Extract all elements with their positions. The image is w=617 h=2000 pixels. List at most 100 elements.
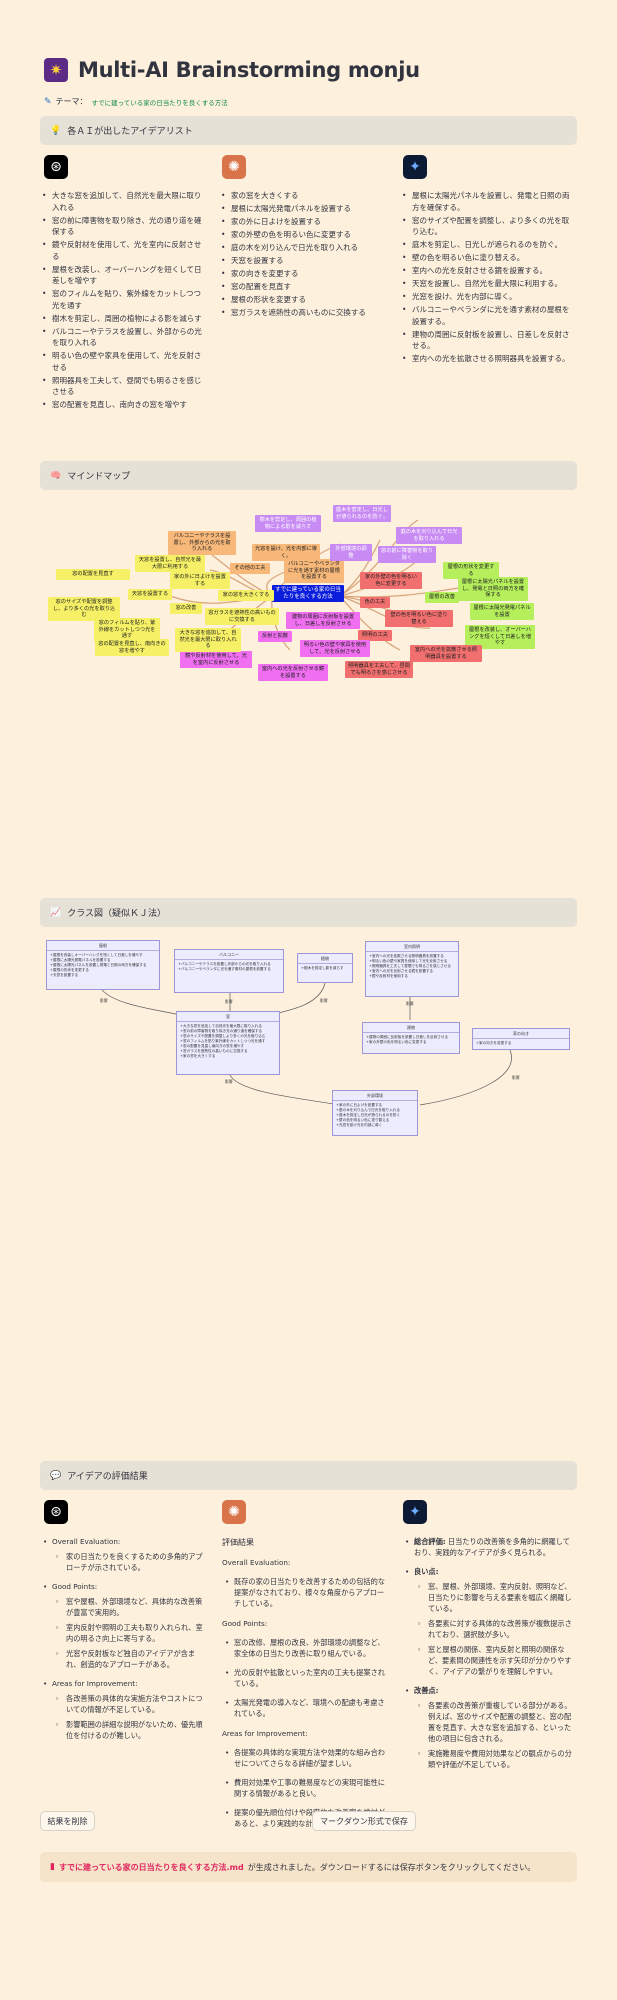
ideas-section-header[interactable]: 💡 各ＡＩが出したアイデアリスト: [40, 116, 577, 145]
cluster-section-header[interactable]: 📈 クラス図（疑似ＫＪ法）: [40, 898, 577, 927]
gpt-idea-list: 大きな窓を追加して、自然光を最大限に取り入れる窓の前に障害物を取り除き、光の通り…: [40, 190, 202, 412]
cluster-item: +窓の配置を見直し南向きの窓を増やす: [180, 1044, 245, 1048]
mm-node: 屋根に太陽光発電パネルを設置: [470, 603, 534, 620]
app-title: Multi-AI Brainstorming monju: [78, 58, 420, 82]
mm-node: 家の窓を大きくする: [218, 590, 274, 601]
mm-node: 照明器具を工夫して、昼間でも明るさを感じさせる: [345, 661, 413, 678]
mindmap-section-title: マインドマップ: [67, 472, 131, 482]
idea-item: バルコニーやベランダに光を通す素材の屋根を設置する。: [400, 304, 572, 327]
idea-item: 樹木を剪定し、周囲の植物による影を減らす: [40, 313, 202, 325]
chart-icon: 📈: [50, 907, 62, 918]
idea-item: 室内への光を反射させる鏡を設置する。: [400, 265, 572, 277]
idea-item: 壁の色を明るい色に塗り替える。: [400, 252, 572, 264]
mm-node: 樹木を剪定し、周囲の植物による影を減らす: [255, 515, 321, 532]
mm-node: バルコニーやテラスを設置し、外部からの光を取り入れる: [168, 531, 236, 555]
idea-item: 天窓を設置し、自然光を最大限に利用する。: [400, 278, 572, 290]
idea-item: 庭木を剪定し、日光しが遮られるのを防ぐ。: [400, 239, 572, 251]
theme-row: ✎ テーマ： すでに建っている家の日当たりを良くする方法: [44, 96, 228, 107]
cluster-item: +屋根を改装しオーバーハングを短くして日差しを増やす: [50, 953, 143, 957]
claude-idea-list: 家の窓を大きくする屋根に太陽光発電パネルを設置する家の外に日よけを設置する家の外…: [219, 190, 381, 320]
mm-node: 窓ガラスを遮熱性の高いものに交換する: [205, 608, 279, 625]
idea-item: 建物の周囲に反射板を設置し、日差しを反射させる。: [400, 329, 572, 352]
mm-node: 室内への光を拡散させる照明器具を設置する: [410, 645, 482, 662]
idea-item: 家の窓を大きくする: [219, 190, 381, 202]
cluster-item: +大きな窓を追加して自然光を最大限に取り入れる: [180, 1024, 262, 1028]
mindmap-section-header[interactable]: 🧠 マインドマップ: [40, 461, 577, 490]
idea-item: 家の向きを変更する: [219, 268, 381, 280]
idea-item: 窓のサイズや配置を調整し、より多くの光を取り込む。: [400, 215, 572, 238]
mm-node: 家の外壁の色を明るい色に変更する: [360, 572, 422, 589]
mm-node: 庭木を剪定し、日光しが遮られるのを防ぐ。: [333, 505, 391, 522]
cluster-item: +家の外に日よけを設置する: [336, 1103, 383, 1107]
mm-node: その他の工夫: [230, 563, 270, 574]
mm-node: 外部環境の調整: [330, 544, 372, 561]
mm-node: 反射と拡散: [258, 631, 292, 642]
idea-item: 明るい色の壁や家具を使用して、光を反射させる: [40, 350, 202, 373]
cluster-diagram: 屋根 +屋根を改装しオーバーハングを短くして日差しを増やす+屋根に太陽光発電パネ…: [40, 935, 577, 1145]
pencil-icon: ✎: [44, 96, 52, 107]
brain-icon: 🧠: [50, 470, 62, 481]
idea-item: 窓ガラスを遮熱性の高いものに交換する: [219, 307, 381, 319]
mm-node: 大きな窓を追加して、自然光を最大限に取り入れる: [175, 628, 241, 652]
mm-node: 庭の木を刈り込んで日光を取り入れる: [396, 527, 462, 544]
mm-node: 窓のフィルムを貼り、紫外線をカットしつつ光を通す: [94, 618, 160, 642]
cluster-item: +窓のサイズや配置を調整しより多くの光を取り込む: [180, 1034, 266, 1038]
sparkle-icon: ✷: [44, 58, 68, 82]
header: ✷ Multi-AI Brainstorming monju: [44, 58, 420, 82]
cluster-item: +庭木を剪定し日光が遮られるのを防ぐ: [336, 1113, 401, 1117]
ideas-section-title: 各ＡＩが出したアイデアリスト: [67, 127, 193, 137]
mm-node: 窓の改善: [170, 603, 202, 614]
cluster-item: +窓の前の障害物を取り除き光の通り道を確保する: [180, 1029, 263, 1033]
cluster-item: +バルコニーやテラスを設置し外部からの光を取り入れる: [178, 962, 271, 966]
download-notice: ▮ すでに建っている家の日当たりを良くする方法.md が生成されました。ダウンロ…: [40, 1852, 577, 1882]
clear-results-button[interactable]: 結果を削除: [40, 1811, 95, 1831]
cluster-box-orientation: 家の向き +家の向きを変更する: [472, 1028, 570, 1050]
idea-item: 窓のフィルムを貼り、紫外線をカットしつつ光を通す: [40, 288, 202, 311]
cluster-item: +明るい色の壁や家具を使用して光を反射させる: [369, 959, 448, 963]
gemini-idea-list: 屋根に太陽光パネルを設置し、発電と日照の両方を確保する。窓のサイズや配置を調整し…: [400, 190, 572, 366]
lightbulb-icon: 💡: [50, 125, 62, 136]
idea-item: 天窓を設置する: [219, 255, 381, 267]
idea-item: 窓の配置を見直す: [219, 281, 381, 293]
openai-logo-icon: ⊛: [44, 155, 68, 179]
cluster-item: +家の向きを変更する: [476, 1041, 512, 1045]
mm-node: 色の工夫: [360, 597, 390, 608]
evaluation-section-title: アイデアの評価結果: [67, 1472, 148, 1482]
idea-item: 室内への光を拡散させる照明器具を設置する。: [400, 353, 572, 365]
mm-node: 窓の配置を見直し、南向きの窓を増やす: [95, 639, 169, 656]
save-markdown-button[interactable]: マークダウン形式で保存: [312, 1811, 416, 1831]
gpt-evaluation: Overall Evaluation: 家の日当たりを良くするための多角的アプロ…: [40, 1528, 204, 1741]
mm-node: 光窓を設け、光を内部に導く。: [252, 544, 320, 561]
claude-logo-icon: ✺: [222, 1500, 246, 1524]
cluster-box-building: 建物 +建物の周囲に反射板を設置し日差しを反射させる+家の外壁の色を明るい色に変…: [362, 1022, 460, 1054]
mindmap: バルコニーやテラスを設置し、外部からの光を取り入れる 光窓を設け、光を内部に導く…: [40, 500, 577, 700]
cluster-item: +建物の周囲に反射板を設置し日差しを反射させる: [366, 1035, 449, 1039]
idea-item: 鏡や反射材を使用して、光を室内に反射させる: [40, 239, 202, 262]
mm-node: 屋根に太陽光パネルを設置し、発電と日照の両方を確保する: [458, 577, 528, 601]
cluster-item: +鏡や反射材を使用する: [369, 974, 408, 978]
evaluation-section-header[interactable]: 💬 アイデアの評価結果: [40, 1461, 577, 1490]
mm-node: 建物の周囲に反射板を設置し、日差しを反射させる: [286, 612, 360, 629]
claude-logo-icon: ✺: [222, 155, 246, 179]
idea-item: 窓の前に障害物を取り除き、光の通り道を確保する: [40, 215, 202, 238]
cluster-item: +庭の木を刈り込んで日光を取り入れる: [336, 1108, 400, 1112]
mm-node: 鏡や反射材を使用して、光を室内に反射させる: [180, 651, 252, 668]
cluster-item: +照明器具を工夫して昼間でも明るさを感じさせる: [369, 964, 451, 968]
speech-bubble-icon: 💬: [50, 1470, 62, 1481]
mm-node: 窓のサイズや配置を調整し、より多くの光を取り込む: [48, 597, 120, 621]
mm-node: 屋根を改装し、オーバーハングを短くして日差しを増やす: [465, 625, 535, 649]
mm-node: 天窓を設置し、自然光を最大限に利用する: [135, 555, 205, 572]
cluster-box-balcony: バルコニー +バルコニーやテラスを設置し外部からの光を取り入れる+バルコニーやベ…: [174, 949, 284, 993]
cluster-item: +バルコニーやベランダに光を通す素材の屋根を設置する: [178, 967, 271, 971]
mm-node: バルコニーやベランダに光を通す素材の屋根を設置する: [284, 559, 344, 583]
mm-node: 窓の前に障害物を取り除く: [378, 546, 436, 563]
mm-node: 窓の配置を見直す: [56, 569, 130, 580]
claude-evaluation: 評価結果 Overall Evaluation: 既存の家の日当たりを改善するた…: [222, 1528, 386, 1829]
cluster-item: +光窓を設け光を内部に導く: [336, 1123, 383, 1127]
cluster-item: +屋根に太陽光パネルを設置し発電と日照の両方を確保する: [50, 963, 147, 967]
idea-item: 大きな窓を追加して、自然光を最大限に取り入れる: [40, 190, 202, 213]
cluster-item: +壁の色を明るい色に塗り替える: [336, 1118, 390, 1122]
idea-item: 屋根に太陽光パネルを設置し、発電と日照の両方を確保する。: [400, 190, 572, 213]
idea-item: バルコニーやテラスを設置し、外部からの光を取り入れる: [40, 326, 202, 349]
idea-item: 家の外壁の色を明るい色に変更する: [219, 229, 381, 241]
